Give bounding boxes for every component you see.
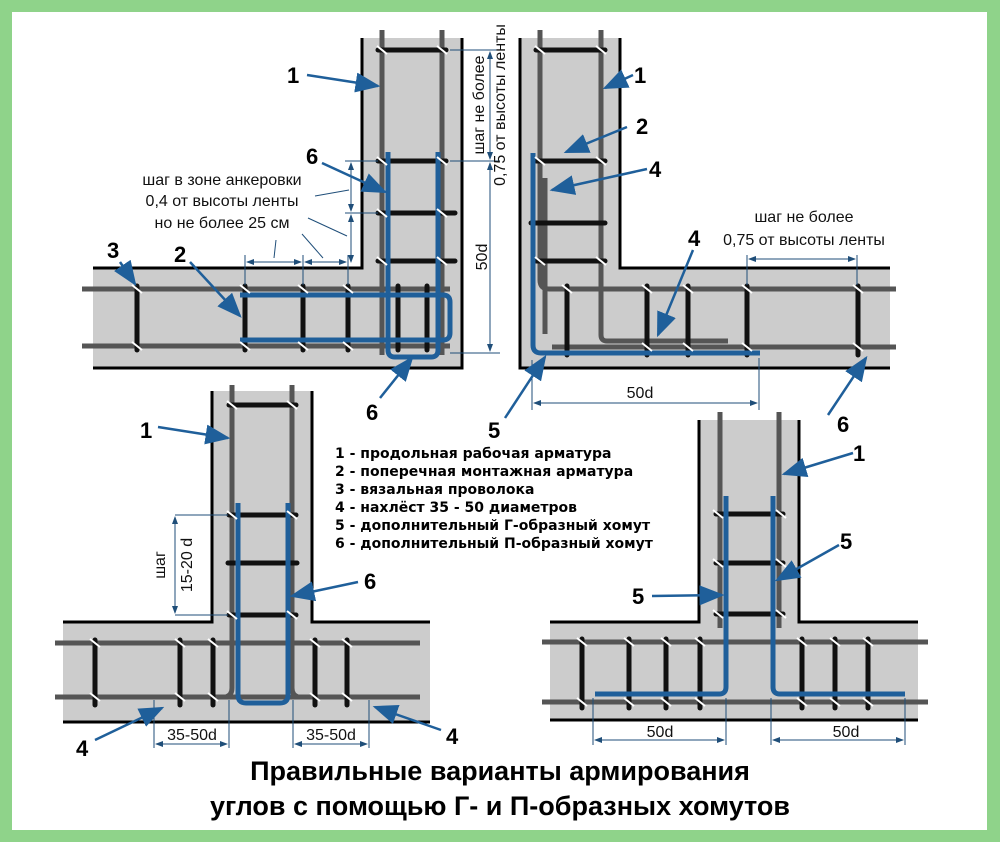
dim-50d-right: 50d [833,724,860,741]
dim-vertical-step-line1: шаг не более [471,55,488,154]
dimension-lines [244,49,500,354]
tie-wires [89,400,353,702]
callout-4-left: 4 [76,736,89,761]
callout-4: 4 [649,157,662,182]
dim-lap-right: 35-50d [306,727,356,744]
callout-5-right: 5 [840,529,852,554]
callout-6: 6 [364,569,376,594]
callout-2: 2 [636,114,648,139]
callout-3: 3 [107,238,119,263]
title-line-1: Правильные варианты армирования [250,756,750,786]
g-clamp [530,153,760,356]
diagram-bottom-right: 1 5 5 50d 50d [542,412,928,745]
callout-1: 1 [634,63,646,88]
dim-50d: 50d [627,385,654,402]
callout-6-bottom: 6 [366,400,378,425]
longitudinal-rebars [537,30,896,350]
callout-arrows [94,424,442,742]
dim-50d-left: 50d [647,724,674,741]
g-clamps [595,496,905,697]
legend-item: 6 - дополнительный П-образный хомут [335,536,653,552]
dim-step-line1: шаг [152,551,169,579]
legend-item: 2 - поперечная монтажная арматура [335,464,634,480]
page-title: Правильные варианты армирования углов с … [0,754,1000,824]
note-anchoring-line3: но не более 25 см [155,215,290,232]
callout-6: 6 [306,144,318,169]
callout-1: 1 [140,418,152,443]
concrete-l-shape [93,38,462,368]
callout-2: 2 [174,242,186,267]
concrete-t-shape [63,391,430,722]
diagram-top-left: 1 6 3 2 6 шаг в зоне анкеровки 0,4 от вы… [82,24,509,425]
concrete-outline [93,38,464,370]
diagram-top-right: 1 2 4 4 5 6 шаг не более 0,75 от высоты … [488,30,896,443]
callout-5-left: 5 [632,584,644,609]
dim-lap-left: 35-50d [167,727,217,744]
note-step-line2: 0,75 от высоты ленты [723,232,885,249]
callout-1: 1 [287,63,299,88]
dimension-lines [531,255,858,410]
callout-4-lap: 4 [688,226,701,251]
concrete-l-shape [520,38,890,368]
callout-1: 1 [853,441,865,466]
legend-item: 4 - нахлёст 35 - 50 диаметров [335,500,577,516]
callout-6: 6 [837,412,849,437]
title-line-2: углов с помощью Г- и П-образных хомутов [210,791,790,821]
note-anchoring-line1: шаг в зоне анкеровки [142,172,301,189]
concrete-t-shape [550,420,918,720]
tie-wires [131,45,448,351]
p-clamp [235,503,291,706]
callout-4-right: 4 [446,724,459,749]
diagram-bottom-left: 1 6 4 4 шаг 15-20 d 35-50d 35-50d [55,385,459,761]
callout-arrows [114,72,414,399]
dim-step-line2: 15-20 d [179,538,196,592]
dimension-lines [592,698,906,745]
callout-arrows [651,451,854,606]
legend-item: 1 - продольная рабочая арматура [335,446,612,462]
legend: 1 - продольная рабочая арматура 2 - попе… [335,445,653,553]
dim-vertical-step-line2: 0,75 от высоты ленты [492,24,509,186]
dim-50d: 50d [474,244,491,271]
note-anchoring-line2: 0,4 от высоты ленты [146,193,299,210]
legend-item: 5 - дополнительный Г-образный хомут [335,518,651,534]
note-step-line1: шаг не более [754,209,853,226]
callout-5: 5 [488,418,500,443]
callout-arrows [503,69,868,419]
tie-wires [534,45,864,352]
stirrups [528,47,861,358]
concrete-outline [550,420,918,722]
legend-item: 3 - вязальная проволока [335,482,535,498]
concrete-outline [518,38,890,370]
